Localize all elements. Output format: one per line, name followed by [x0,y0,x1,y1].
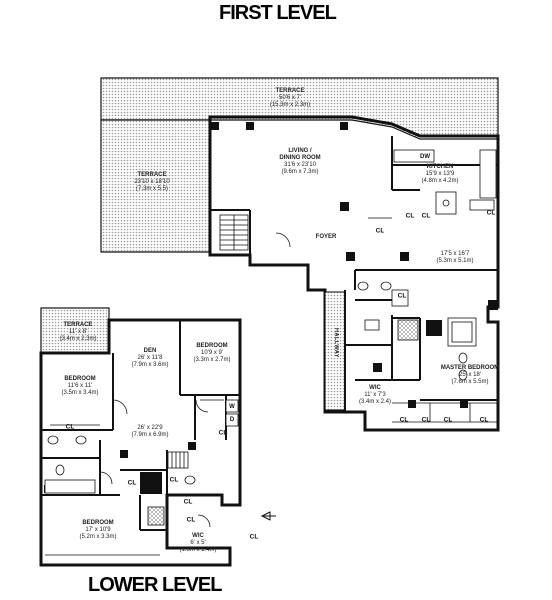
label-wic-lower: WIC 6' x 5' (1.8m x 1.4m) [179,533,217,553]
label-closet: CL [249,533,259,541]
label-closet: CL [479,416,489,424]
stairs-lower-level [167,451,189,469]
label-closet: CL [65,423,75,431]
lower-level-walls [39,318,242,567]
lower-door-swings [99,399,211,528]
label-terrace-lower: TERRACE 11' x 8' (3.4m x 2.3m) [59,322,97,342]
label-closet: CL [397,292,407,300]
label-kitchen: KITCHEN 15'9 x 13'9 (4.8m x 4.2m) [421,164,459,184]
label-terrace-left: TERRACE 23'10 x 18'10 (7.3m x 5.5) [134,172,170,192]
label-dryer: D [229,417,235,423]
label-hallway: HALLWAY [333,328,339,358]
stairs-first-level [219,214,249,251]
label-closet: CL [399,416,409,424]
label-closet: CL [183,498,193,506]
label-closet: CL [169,476,179,484]
label-living-dining: LIVING / DINING ROOM 31'6 x 23'10 (9.6m … [279,148,321,175]
label-closet: CL [421,212,431,220]
bath-fixtures-first [357,281,477,381]
label-foyer: FOYER [315,234,337,240]
foyer-door-swing [275,232,291,248]
label-closet: CL [186,516,196,524]
label-closet: CL [218,429,228,437]
first-level-walls [208,115,500,432]
kitchen-counters [393,149,497,215]
label-closet: CL [375,227,385,235]
label-master-bedroom: MASTER BEDROOM 25' x 18' (7.6m x 5.5m) [440,365,500,385]
label-closet: CL [486,209,496,217]
label-closet: CL [405,212,415,220]
closet-shelves-lower [45,399,224,556]
label-terrace-top: TERRACE 50'6 x 7' (15.3m x 2.3m) [269,88,311,108]
label-washer: W [229,404,235,410]
label-closet: CL [443,416,453,424]
first-level-interior-walls [210,136,498,412]
lower-level-title: LOWER LEVEL [88,574,222,596]
label-den: DEN 26' x 11'8 (7.9m x 3.6m) [131,348,169,368]
bath-fixtures-lower [44,399,239,526]
structural-columns-first [211,122,498,408]
first-level-title: FIRST LEVEL [219,2,337,24]
label-room-17: 17'5 x 16'7 (5.3m x 5.1m) [436,251,474,264]
label-closet: CL [421,416,431,424]
label-bedroom-left: BEDROOM 11'6 x 11' (3.5m x 3.4m) [61,376,99,396]
label-closet: CL [127,479,137,487]
label-main-lower: 26' x 22'9 (7.9m x 6.9m) [131,425,169,438]
label-bedroom-bottom: BEDROOM 17' x 10'9 (5.2m x 3.3m) [79,520,117,540]
closet-shelves-first [368,217,498,423]
label-dw: DW [420,154,430,160]
label-wic-first: WIC 11' x 7'3 (3.4m x 2.4) [358,385,392,405]
terrace-lower-area [40,307,110,354]
entry-arrow-icon [260,511,276,521]
label-bedroom-right: BEDROOM 10'9 x 9' (3.3m x 2.7m) [193,343,231,363]
